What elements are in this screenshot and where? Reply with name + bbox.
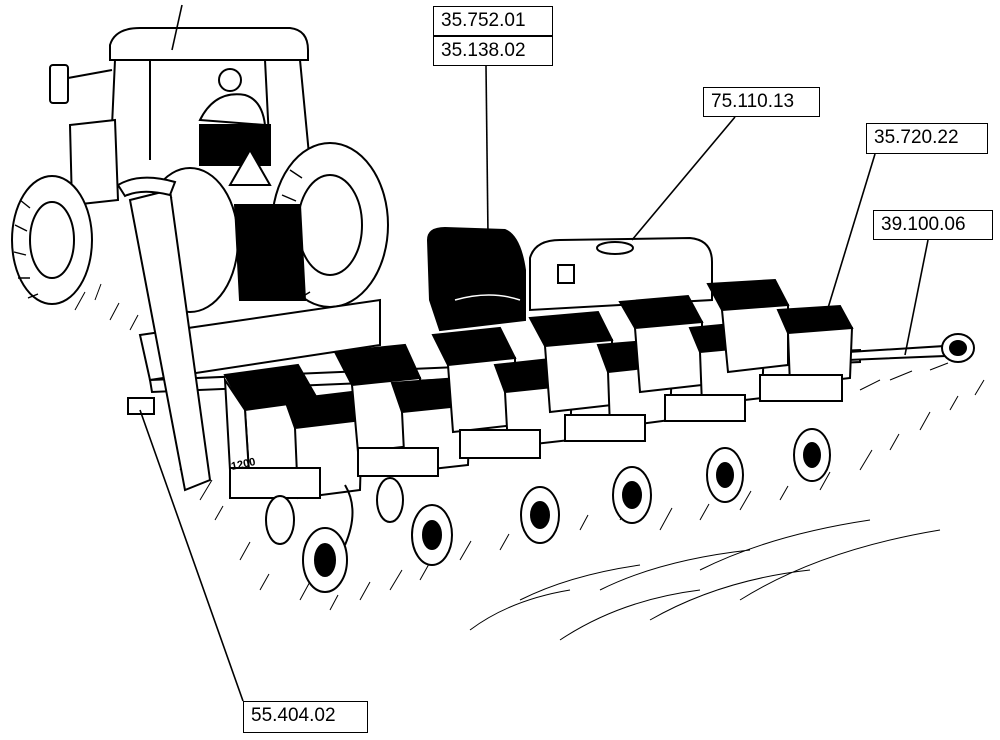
leader-lines — [139, 4, 929, 702]
callout-39-100-06[interactable]: 39.100.06 — [873, 210, 993, 240]
callout-35-720-22[interactable]: 35.720.22 — [866, 123, 988, 154]
callout-35-752-01[interactable]: 35.752.01 — [433, 6, 553, 36]
central-hopper — [426, 226, 526, 332]
row-unit-1 — [223, 363, 364, 593]
callout-75-110-13[interactable]: 75.110.13 — [703, 87, 820, 117]
row-units — [223, 278, 854, 593]
leader-35-138-02 — [485, 65, 489, 236]
callout-35-138-02[interactable]: 35.138.02 — [433, 36, 553, 66]
callout-55-404-02[interactable]: 55.404.02 — [243, 701, 368, 733]
leader-tractor-top — [171, 4, 183, 51]
row-unit-5 — [618, 294, 766, 503]
tractor — [11, 27, 389, 313]
leader-39-100-06 — [904, 239, 929, 356]
grass-field — [59, 283, 985, 641]
leader-75-110-13 — [631, 116, 736, 241]
herbicide-tank — [529, 236, 713, 312]
planter-model-label: 1200 — [230, 456, 256, 473]
planter-badge: 1200 — [230, 456, 256, 473]
row-unit-6 — [706, 278, 854, 482]
leader-35-720-22 — [827, 153, 876, 309]
leader-55-404-02 — [139, 409, 244, 702]
